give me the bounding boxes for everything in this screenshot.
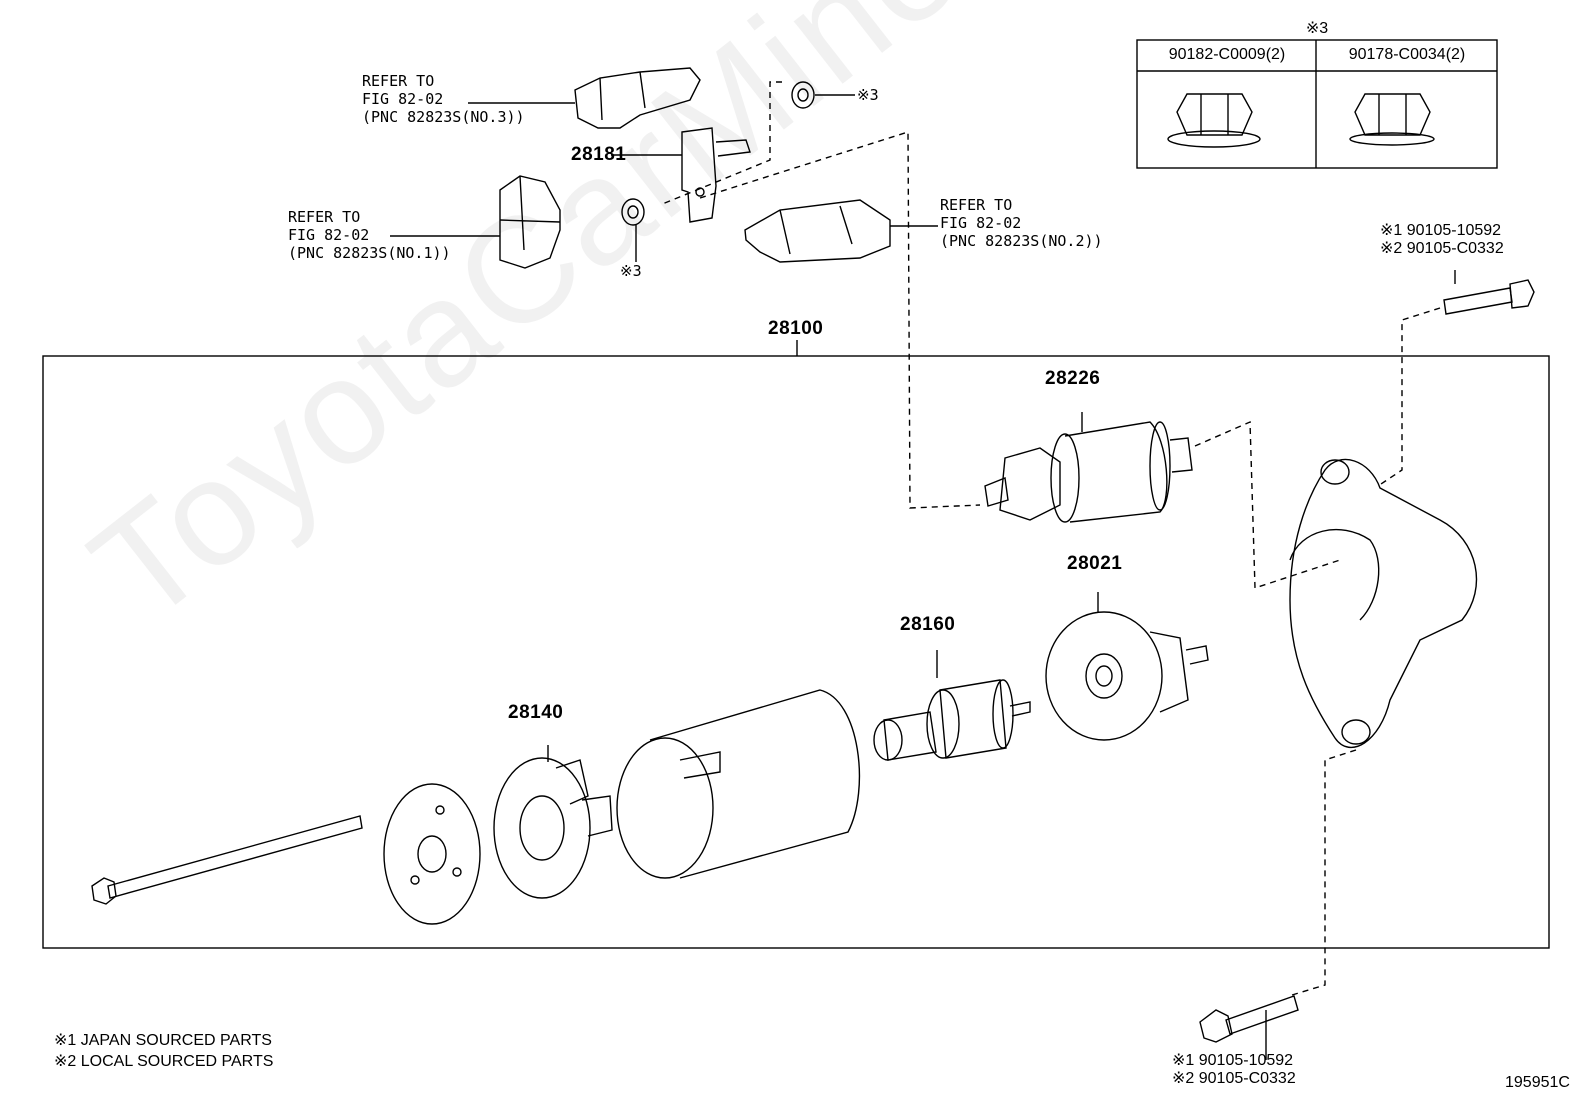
part-number-assembly: 28100: [768, 318, 824, 339]
drive-housing: [1289, 458, 1478, 749]
fastener-table-mark: ※3: [1305, 20, 1329, 37]
armature-28160: [873, 650, 1031, 761]
fastener-col-1: 90182-C0009(2): [1168, 46, 1286, 63]
fastener-col-2: 90178-C0034(2): [1348, 46, 1466, 63]
bolt-top-label: ※1 90105-10592※2 90105-C0332: [1380, 222, 1504, 257]
yoke: [616, 689, 861, 879]
bolt-bottom-label: ※1 90105-10592※2 90105-C0332: [1172, 1052, 1296, 1087]
part-number-bracket: 28181: [571, 144, 627, 165]
end-frame-28140: [493, 745, 613, 899]
nut-bottom: [621, 198, 645, 262]
legend: ※1 JAPAN SOURCED PARTS※2 LOCAL SOURCED P…: [54, 1032, 274, 1070]
bolt-top: [1443, 270, 1535, 315]
assembly-frame: [42, 355, 1550, 949]
part-number-end-frame: 28140: [508, 702, 564, 723]
bolt-bottom: [1199, 995, 1299, 1060]
nut-top: [791, 81, 855, 109]
end-cover-plate: [383, 783, 481, 925]
part-number-armature: 28160: [900, 614, 956, 635]
through-bolt: [91, 815, 363, 905]
terminal-boot-no2: [744, 199, 938, 263]
nut-bottom-mark: ※3: [620, 262, 642, 280]
flange-nut-drawing-2: [1349, 93, 1435, 146]
brush-holder-28021: [1045, 592, 1209, 741]
connector-cover-no3: [468, 67, 701, 129]
solenoid-28226: [984, 412, 1193, 523]
nut-top-mark: ※3: [857, 86, 879, 104]
fastener-table-frame: [1136, 39, 1498, 169]
figure-code: 195951C: [1505, 1074, 1570, 1091]
terminal-cap-no1: [390, 175, 561, 269]
part-number-solenoid: 28226: [1045, 368, 1101, 389]
part-number-brush-holder: 28021: [1067, 553, 1123, 574]
flange-nut-drawing-1: [1167, 93, 1261, 148]
bracket-28181: [611, 127, 751, 223]
